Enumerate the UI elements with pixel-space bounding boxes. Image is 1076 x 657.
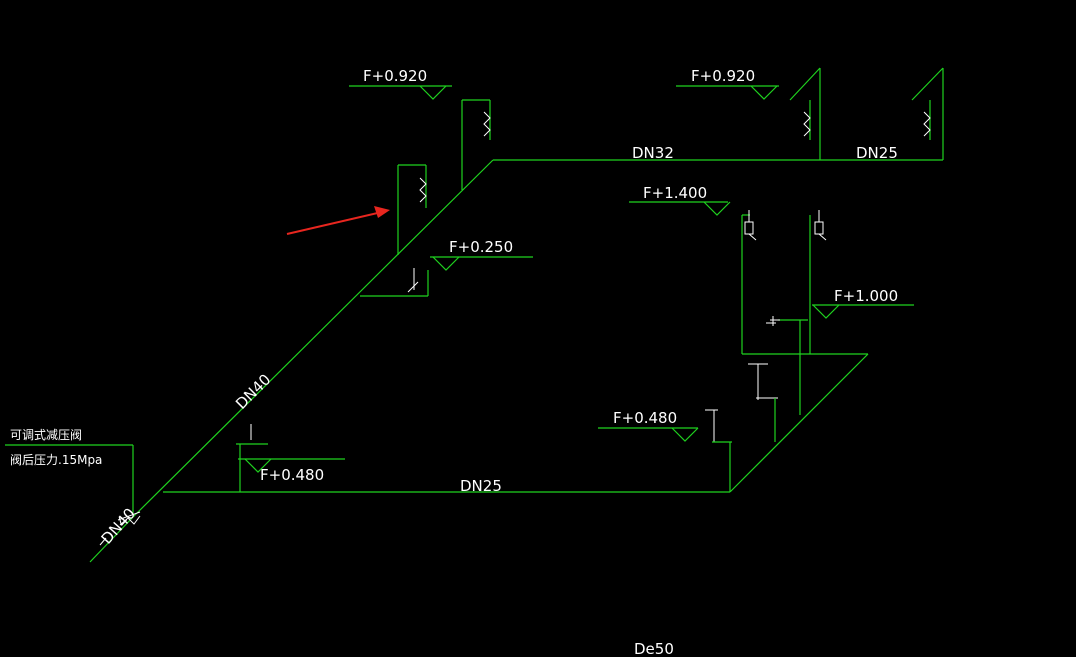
elevation-marker — [432, 256, 460, 271]
fixture-0250: F+0.250 — [360, 238, 533, 297]
valve-symbol — [119, 515, 141, 526]
valve-symbol — [803, 111, 811, 137]
pipe-label-de50: De50 — [634, 640, 674, 657]
valve-symbol — [483, 111, 491, 137]
pipe-label-dn32: DN32 — [632, 144, 674, 162]
valve-symbol — [923, 111, 931, 137]
pipe-label-dn40-diagonal: DN40 — [232, 371, 274, 413]
valve-symbol — [419, 177, 427, 203]
pipe-label-dn25-bottom: DN25 — [460, 477, 502, 495]
fixture-riser-left — [397, 164, 427, 255]
elevation-marker — [703, 201, 731, 216]
elevation-label: F+1.000 — [834, 287, 898, 305]
fixture-right-bottom — [748, 363, 778, 442]
valve-name-label: 可调式减压阀 — [10, 428, 82, 442]
elevation-label: F+0.480 — [260, 466, 324, 484]
elevation-marker — [419, 85, 447, 100]
elevation-marker — [671, 427, 699, 442]
right-diagonal-pipe — [729, 353, 869, 493]
inlet-pipe — [89, 514, 136, 563]
elevation-label: F+1.400 — [643, 184, 707, 202]
red-arrow — [286, 206, 390, 235]
valve-symbol — [814, 221, 824, 235]
elevation-label: F+0.480 — [613, 409, 677, 427]
fixture-1000: F+1.000 — [766, 287, 914, 415]
main-diagonal-pipe — [134, 159, 494, 516]
valve-symbol — [744, 221, 754, 235]
pressure-valve-annotation: 可调式减压阀 阀后压力.15Mpa — [5, 428, 141, 546]
main-pipes — [89, 159, 943, 563]
elevation-label: F+0.250 — [449, 238, 513, 256]
pipe-label-dn25-top: DN25 — [856, 144, 898, 162]
fixture-0480-right: F+0.480 — [598, 409, 732, 492]
fixture-1400: F+1.400 — [629, 184, 827, 354]
fixture-top-right: F+0.920 — [676, 67, 944, 160]
elevation-marker — [750, 85, 778, 100]
fixture-top-left: F+0.920 — [349, 67, 491, 190]
elevation-marker — [812, 304, 840, 319]
elevation-marker — [244, 458, 272, 473]
fixture-0480-left: F+0.480 — [236, 424, 345, 492]
elevation-label: F+0.920 — [363, 67, 427, 85]
elevation-label: F+0.920 — [691, 67, 755, 85]
valve-pressure-label: 阀后压力.15Mpa — [10, 453, 102, 467]
pipe-label-dn40-inlet: DN40 — [98, 505, 139, 548]
